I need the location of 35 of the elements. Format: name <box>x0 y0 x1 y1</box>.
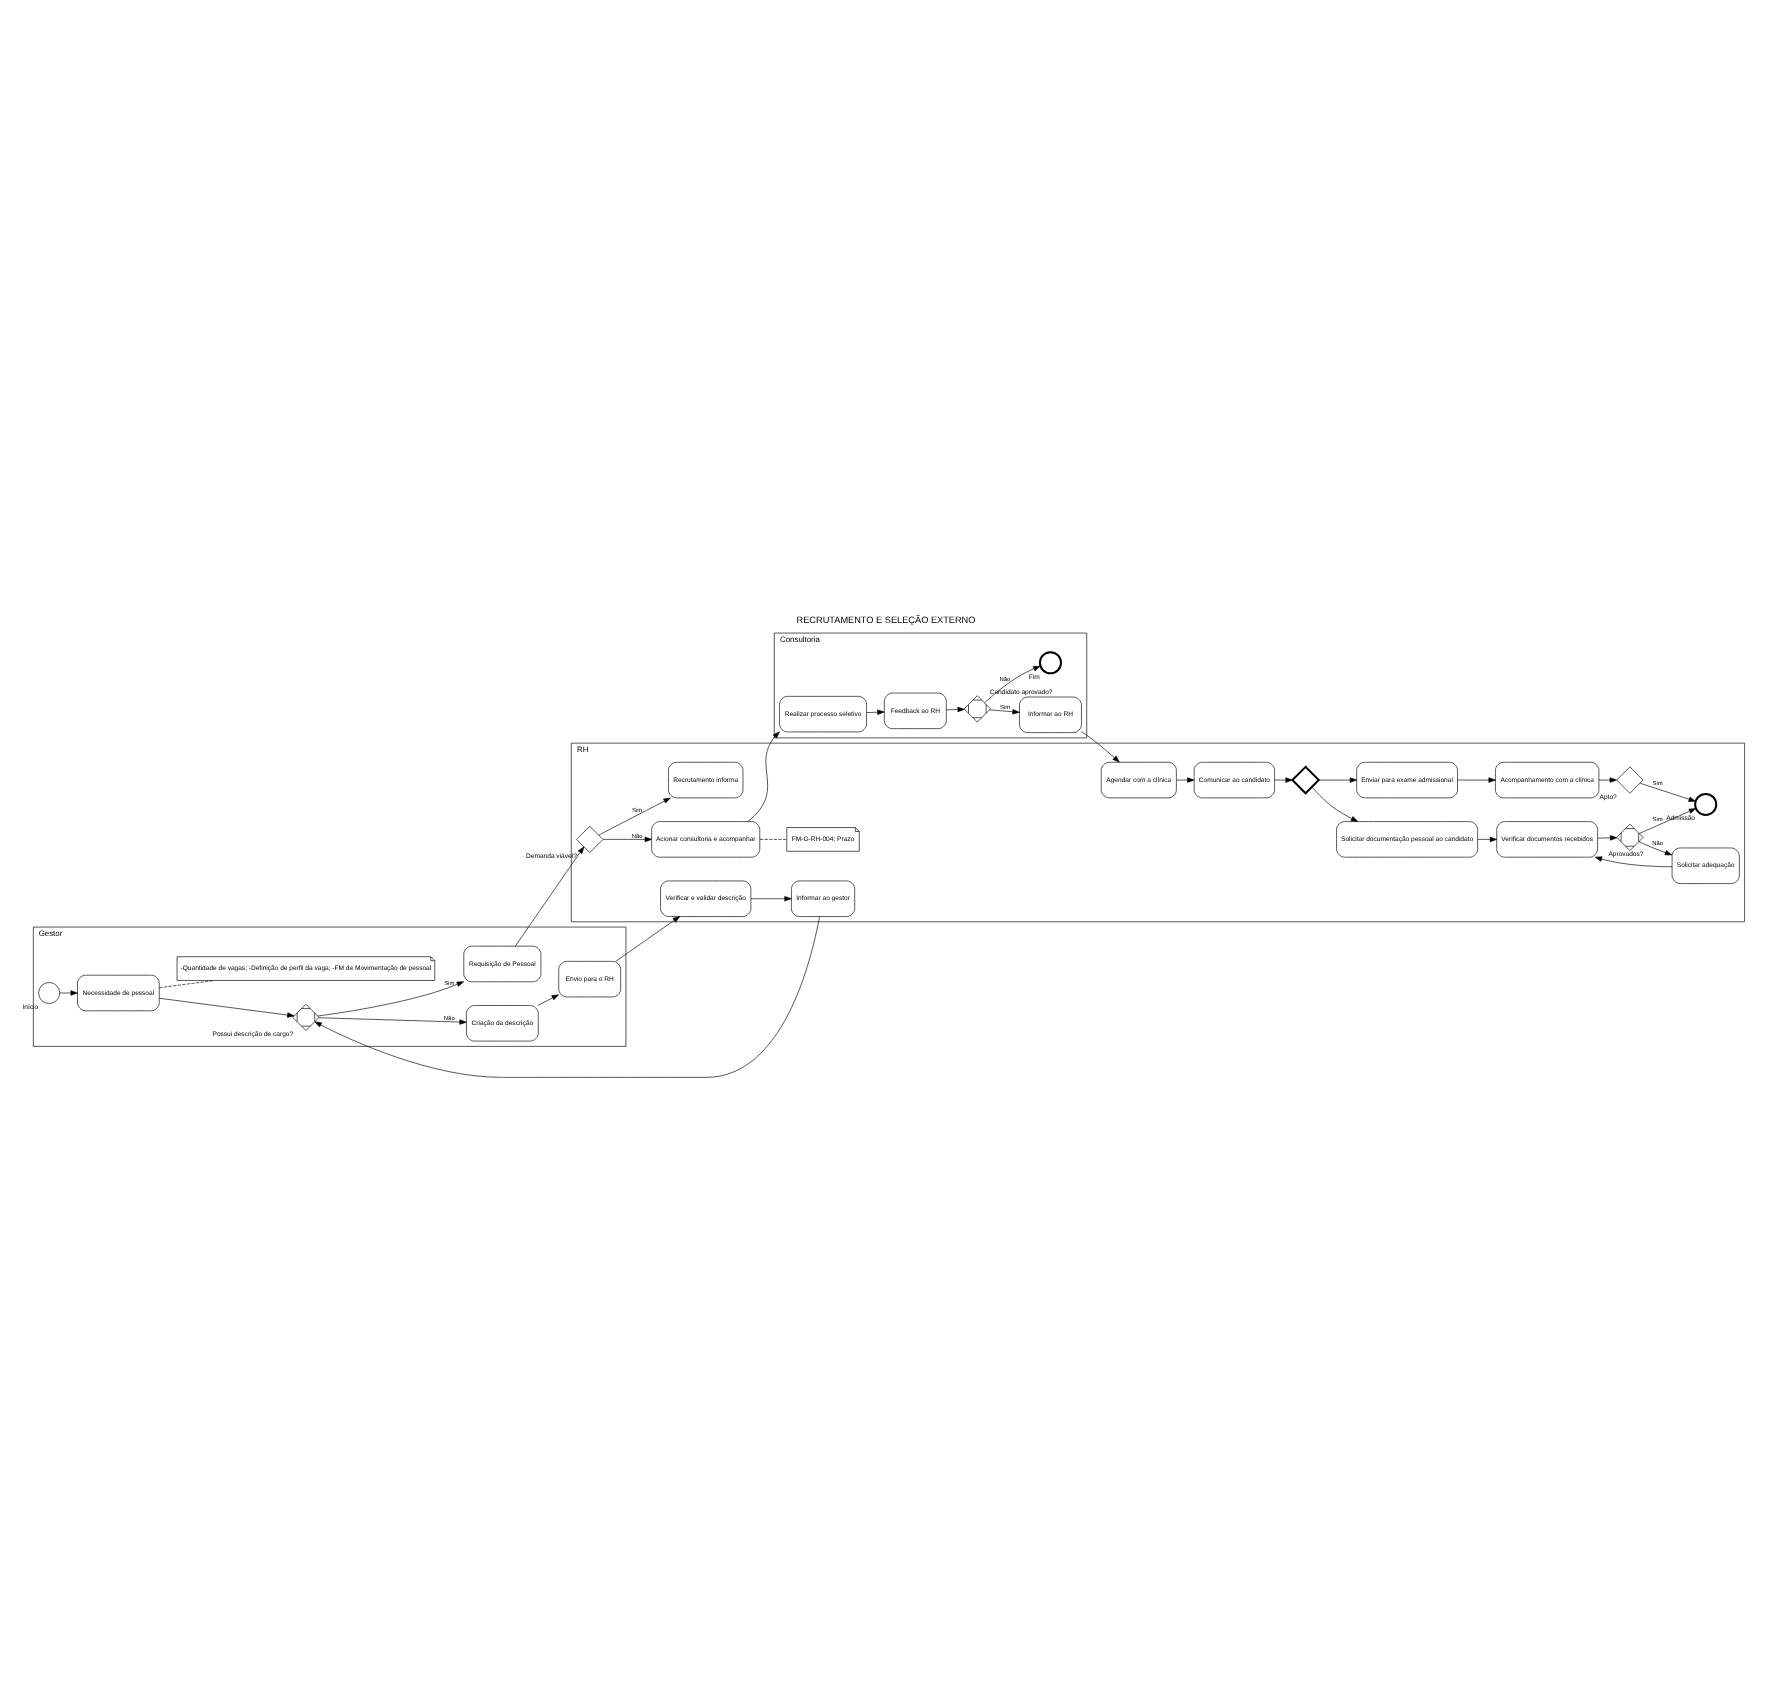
arrow <box>314 916 820 1078</box>
arrow <box>1318 777 1357 783</box>
node-diamond <box>1616 766 1644 794</box>
arrow <box>1274 777 1293 783</box>
arrow <box>1597 835 1618 841</box>
arrow <box>984 665 1041 704</box>
node-circle <box>38 982 61 1004</box>
arrow <box>317 981 464 1017</box>
arrow <box>1311 786 1359 822</box>
node-diamond <box>1291 765 1321 795</box>
node-circle <box>1038 651 1062 675</box>
node-circle <box>1694 792 1718 816</box>
arrow <box>602 836 652 843</box>
arrow <box>537 994 559 1006</box>
arrow <box>159 997 295 1018</box>
arrow <box>1638 841 1673 856</box>
connector <box>159 980 215 989</box>
connector <box>759 839 787 840</box>
arrow <box>1594 856 1673 868</box>
arrow <box>615 916 680 962</box>
arrow <box>1457 777 1496 783</box>
arrow <box>59 990 78 996</box>
arrow <box>989 709 1020 715</box>
arrow <box>750 896 792 902</box>
arrow <box>1639 782 1696 802</box>
arrow <box>1081 731 1120 763</box>
arrow <box>866 709 885 715</box>
arrow <box>1477 836 1497 843</box>
arrow <box>1176 777 1195 783</box>
arrow <box>598 797 671 836</box>
arrow <box>946 706 965 713</box>
arrow <box>747 731 780 822</box>
arrow <box>1598 777 1617 783</box>
arrow <box>318 1017 467 1025</box>
arrow <box>1639 808 1697 834</box>
